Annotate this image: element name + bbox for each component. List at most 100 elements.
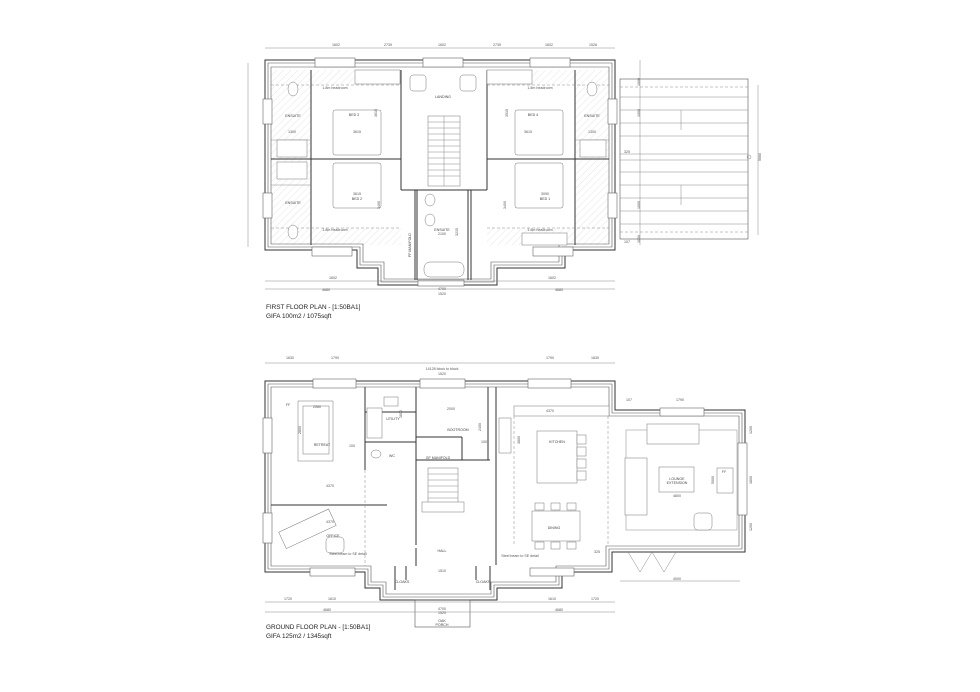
dimension: 1720: [284, 597, 292, 601]
dimension: 4370: [326, 484, 334, 488]
dimension: 4800: [673, 494, 681, 498]
room-label: BED 3: [349, 113, 359, 117]
dimension: 1520: [438, 292, 446, 296]
dimension: 1200: [749, 426, 753, 434]
dimension: 1520: [438, 611, 446, 615]
dimension: 4680: [323, 608, 331, 612]
room-label: FF MANIFOLD: [408, 233, 412, 257]
dimension: 1602: [548, 276, 556, 280]
dimension: 4700: [438, 607, 446, 611]
ground-floor-area: GIFA 125m2 / 1345sqft: [266, 633, 332, 640]
dimension: 1630: [591, 356, 599, 360]
headroom-note: 1.8m headroom: [322, 86, 347, 90]
dimension: 1000: [637, 235, 641, 243]
dimension: 1300: [288, 130, 296, 134]
dimension: 4680: [555, 608, 563, 612]
room-label: UTILITY: [386, 417, 400, 421]
headroom-note: 1.8m headroom: [527, 86, 552, 90]
dimension: 1000: [637, 78, 641, 86]
room-label: KITCHEN: [549, 440, 565, 444]
dimension: 2739: [493, 43, 501, 47]
dimension: 1790: [546, 356, 554, 360]
first-floor-labels: LANDING BED 3 BED 4 BED 2 BED 1 ENSUITE …: [266, 43, 762, 320]
dimension: 2800: [298, 426, 302, 434]
room-label: PORCH: [436, 623, 449, 627]
dimension: 4700: [438, 287, 446, 291]
dimension: 1610: [328, 597, 336, 601]
first-floor-area: GIFA 100m2 / 1075sqft: [266, 313, 332, 320]
ground-floor-labels: RETREAT UTILITY BOOTROOM WC GF MANIFOLD …: [266, 356, 753, 640]
dimension: 2400: [478, 423, 482, 431]
dimension: 3090: [541, 192, 549, 196]
dimension: 2080: [313, 405, 321, 409]
dimension: 4000: [673, 577, 681, 581]
first-floor-outer-wall: [264, 59, 616, 286]
dimension: 2100: [438, 232, 446, 236]
dimension: 5660: [758, 153, 762, 161]
dimension: 2000: [447, 407, 455, 411]
dimension: 325: [594, 550, 600, 554]
room-label: BED 2: [352, 197, 362, 201]
dimension: 3615: [353, 130, 361, 134]
note: Steel beam to SE detail: [501, 554, 539, 558]
room-label: BOOTROOM: [447, 428, 468, 432]
dimension: 1200: [749, 523, 753, 531]
note: FF: [286, 403, 291, 407]
dimension: 1790: [331, 356, 339, 360]
dimension: 1720: [591, 597, 599, 601]
room-label: EXTENSION: [667, 481, 688, 485]
first-floor-plan: [247, 47, 759, 290]
dimension: 1300: [588, 130, 596, 134]
dimension: 3515: [505, 109, 509, 117]
note: Steel beam to SE detail: [329, 552, 367, 556]
first-floor-balcony: [619, 78, 749, 240]
room-label: OFFICE: [326, 534, 340, 538]
dimension: 1510: [438, 569, 446, 573]
dimension: 325: [624, 150, 630, 154]
dimension: 1602: [438, 43, 446, 47]
room-label: RETREAT: [314, 443, 331, 447]
dimension: 1790: [676, 398, 684, 402]
dimension: 100: [349, 444, 355, 448]
ground-floor-title: GROUND FLOOR PLAN - [1:50BA1]: [266, 624, 371, 631]
dimension: 107: [626, 398, 632, 402]
room-label: ENSUITE: [434, 228, 450, 232]
room-label: LOUNGE: [669, 477, 685, 481]
dimension: 5000: [711, 476, 715, 484]
dimension: 1610: [548, 597, 556, 601]
dimension: 1526: [589, 43, 597, 47]
headroom-note: 1.8m headroom: [527, 228, 552, 232]
dimension: 2739: [384, 43, 392, 47]
dimension: 4680: [555, 288, 563, 292]
room-label: GF MANIFOLD: [426, 456, 451, 460]
dimension: 4680: [322, 288, 330, 292]
first-floor-title: FIRST FLOOR PLAN - [1:50BA1]: [266, 304, 361, 311]
room-label: BED 1: [540, 197, 550, 201]
dimension: 4370: [546, 409, 554, 413]
dimension: 3615: [353, 192, 361, 196]
dimension: 1630: [286, 356, 294, 360]
dimension: 4370: [326, 520, 334, 524]
dimension: 3800: [517, 436, 521, 444]
room-label: BED 4: [528, 113, 538, 117]
room-label: ENSUITE: [285, 114, 301, 118]
headroom-note: 1.8m headroom: [322, 228, 347, 232]
ground-floor-plan: [262, 362, 748, 628]
dimension: 1800: [749, 476, 753, 484]
room-label: CLOAKS: [476, 580, 491, 584]
dimension: 1602: [545, 43, 553, 47]
dimension: 100: [481, 440, 487, 444]
note: FF: [722, 470, 727, 474]
dimension: 1520: [438, 372, 446, 376]
room-label: OAK: [438, 619, 446, 623]
room-label: WC: [389, 454, 395, 458]
room-label: CLOAKS: [395, 580, 410, 584]
dimension: 1000: [637, 109, 641, 117]
room-label: LANDING: [435, 95, 451, 99]
dimension: 107: [624, 240, 630, 244]
dimension: 3400: [377, 201, 381, 209]
dimension: 3615: [374, 109, 378, 117]
dimension: 1000: [637, 201, 641, 209]
dimension: 1602: [332, 43, 340, 47]
oak-porch: [414, 599, 471, 628]
